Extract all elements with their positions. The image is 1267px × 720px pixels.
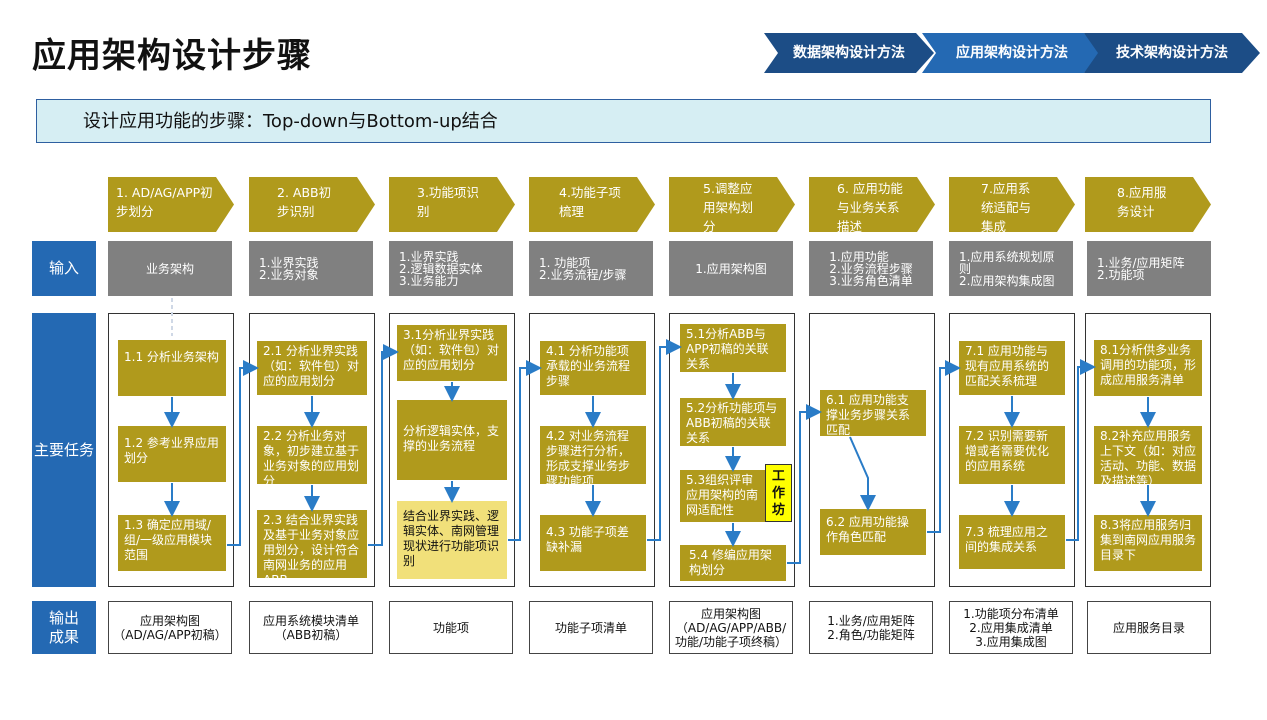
step-label: 4.功能子项梳理 [559,185,621,219]
output-text: 应用服务目录 [1112,620,1185,635]
input-box: 1. 功能项 2.业务流程/步骤 [529,241,653,296]
input-box: 1.应用架构图 [669,241,793,296]
input-text: 1.业界实践 2.业务对象 [259,255,319,282]
breadcrumb-data-architecture[interactable]: 数据架构设计方法 [764,33,934,73]
task-box: 1.2 参考业界应用划分 [118,426,226,482]
step-6-arrow: 6. 应用功能与业务关系描述 [809,177,935,234]
output-text: 功能子项清单 [554,620,627,635]
input-text: 业务架构 [145,261,194,276]
task-box: 8.3将应用服务归集到南网应用服务目录下 [1094,515,1202,571]
task-box: 2.2 分析业务对象，初步建立基于业务对象的应用划分 [257,426,367,484]
task-box: 6.1 应用功能支撑业务步骤关系匹配 [820,390,926,436]
task-box: 5.2分析功能项与ABB初稿的关联关系 [680,398,786,446]
task-box: 7.1 应用功能与现有应用系统的匹配关系梳理 [959,341,1065,395]
task-box: 2.3 结合业界实践及基于业务对象应用划分，设计符合南网业务的应用ABB [257,510,367,578]
breadcrumb-application-architecture[interactable]: 应用架构设计方法 [922,33,1102,73]
breadcrumb-technology-architecture[interactable]: 技术架构设计方法 [1084,33,1260,73]
task-box: 4.2 对业务流程步骤进行分析，形成支撑业务步骤功能项 [540,426,646,484]
task-box: 5.1分析ABB与APP初稿的关联关系 [680,324,786,372]
task-box: 8.1分析供多业务调用的功能项，形成应用服务清单 [1094,340,1202,396]
step-4-arrow: 4.功能子项梳理 [529,177,655,232]
output-box: 1.功能项分布清单 2.应用集成清单 3.应用集成图 [949,601,1073,654]
task-box: 7.2 识别需要新增或者需要优化的应用系统 [959,426,1065,484]
task-box: 5.3组织评审应用架构的南网适配性 [680,470,768,522]
output-box: 应用系统模块清单（ABB初稿） [249,601,373,654]
output-box: 应用服务目录 [1087,601,1211,654]
row-label-tasks: 主要任务 [32,313,96,587]
step-5-arrow: 5.调整应用架构划分 [669,177,795,234]
input-box: 1.应用功能 2.业务流程步骤 3.业务角色清单 [809,241,933,296]
step-label: 1. AD/AG/APP初步划分 [116,185,213,219]
task-box: 4.3 功能子项差缺补漏 [540,515,646,571]
output-text: 应用系统模块清单（ABB初稿） [262,613,359,642]
output-text: 1.业务/应用矩阵 2.角色/功能矩阵 [827,613,915,642]
output-box: 功能项 [389,601,513,654]
row-label-output: 输出成果 [32,601,96,654]
task-box: 8.2补充应用服务上下文（如：对应活动、功能、数据及描述等） [1094,426,1202,484]
output-text: 1.功能项分布清单 2.应用集成清单 3.应用集成图 [963,606,1059,649]
steps-banner: 设计应用功能的步骤：Top-down与Bottom-up结合 [36,99,1211,143]
input-text: 1.业务/应用矩阵 2.功能项 [1097,255,1185,282]
output-text: 应用架构图（AD/AG/APP初稿） [113,613,227,642]
row-label-input: 输入 [32,241,96,296]
task-box: 7.3 梳理应用之间的集成关系 [959,515,1065,569]
task-box: 1.3 确定应用域/组/一级应用模块范围 [118,515,226,571]
task-box: 结合业界实践、逻辑实体、南网管理现状进行功能项识别 [397,501,507,579]
task-box: 6.2 应用功能操作角色匹配 [820,509,926,555]
breadcrumb-label: 数据架构设计方法 [793,45,905,61]
step-1-arrow: 1. AD/AG/APP初步划分 [108,177,234,232]
task-box: 4.1 分析功能项承载的业务流程步骤 [540,341,646,395]
task-box: 5.4 修编应用架构划分 [680,545,786,581]
output-box: 功能子项清单 [529,601,653,654]
step-7-arrow: 7.应用系统适配与集成 [949,177,1075,234]
input-box: 1.业界实践 2.逻辑数据实体 3.业务能力 [389,241,513,296]
banner-text: 设计应用功能的步骤：Top-down与Bottom-up结合 [83,111,498,132]
input-box: 业务架构 [108,241,232,296]
breadcrumb-label: 技术架构设计方法 [1116,45,1228,61]
step-label: 7.应用系统适配与集成 [981,181,1032,234]
input-text: 1.应用系统规划原则 2.应用架构集成图 [959,249,1055,288]
step-label: 2. ABB初步识别 [277,185,332,219]
output-box: 应用架构图（AD/AG/APP初稿） [108,601,232,654]
input-box: 1.业界实践 2.业务对象 [249,241,373,296]
breadcrumb-label: 应用架构设计方法 [956,45,1068,61]
task-box: 分析逻辑实体，支撑的业务流程 [397,400,507,480]
step-3-arrow: 3.功能项识别 [389,177,515,232]
step-label: 5.调整应用架构划分 [703,181,754,234]
step-8-arrow: 8.应用服务设计 [1085,177,1211,232]
step-2-arrow: 2. ABB初步识别 [249,177,375,232]
workshop-badge: 工作坊 [765,464,792,522]
output-text: 功能项 [432,620,469,635]
input-box: 1.业务/应用矩阵 2.功能项 [1087,241,1211,296]
step-label: 3.功能项识别 [417,185,479,219]
task-box: 3.1分析业界实践（如：软件包）对应的应用划分 [397,325,507,381]
output-box: 应用架构图（AD/AG/APP/ABB/功能/功能子项终稿） [669,601,793,654]
step-label: 6. 应用功能与业务关系描述 [837,181,903,234]
task-box: 1.1 分析业务架构 [118,340,226,396]
page-title: 应用架构设计步骤 [32,36,312,76]
input-text: 1.应用架构图 [695,261,767,276]
step-label: 8.应用服务设计 [1117,185,1167,219]
input-text: 1.业界实践 2.逻辑数据实体 3.业务能力 [399,249,483,288]
input-text: 1.应用功能 2.业务流程步骤 3.业务角色清单 [829,249,913,288]
task-box: 2.1 分析业界实践（如：软件包）对应的应用划分 [257,341,367,395]
input-box: 1.应用系统规划原则 2.应用架构集成图 [949,241,1073,296]
output-text: 应用架构图（AD/AG/APP/ABB/功能/功能子项终稿） [674,606,788,649]
input-text: 1. 功能项 2.业务流程/步骤 [539,255,627,282]
output-box: 1.业务/应用矩阵 2.角色/功能矩阵 [809,601,933,654]
